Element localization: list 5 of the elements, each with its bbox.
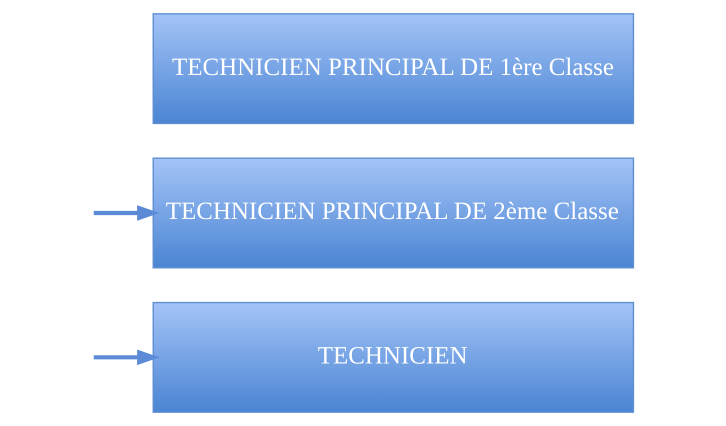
node-box: TECHNICIEN PRINCIPAL DE 2ème Classe	[152, 157, 634, 269]
node-box: TECHNICIEN PRINCIPAL DE 1ère Classe	[152, 13, 634, 124]
arrow	[94, 350, 160, 366]
arrow	[94, 205, 160, 221]
node-box: TECHNICIEN	[152, 302, 634, 413]
